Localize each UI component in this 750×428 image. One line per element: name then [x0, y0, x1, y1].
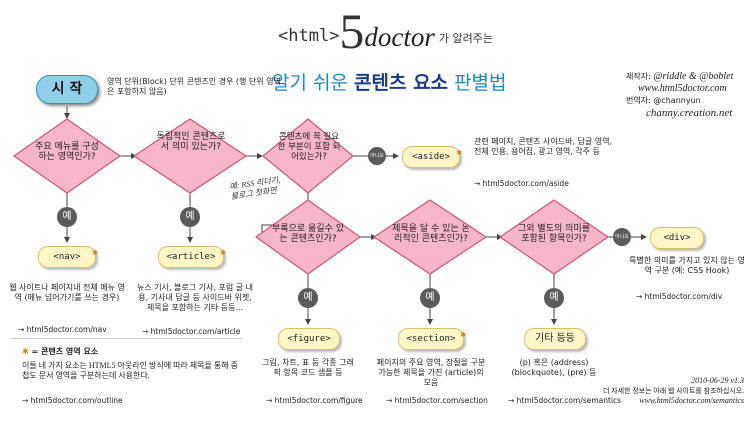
figure-link[interactable]: → html5doctor.com/figure: [266, 396, 363, 405]
footer-note: 더 자세한 정보는 아래 웹 사이트를 참조하십시오.: [602, 387, 744, 395]
logo-doctor: doctor: [364, 22, 435, 52]
decision-1-text: 주요 메뉴를 구성하는 영역인가?: [35, 142, 99, 162]
yes-badge-1: 예: [57, 207, 77, 227]
gear-icon: ✱: [456, 148, 462, 158]
decision-diamond-3: [262, 118, 354, 194]
legend-text: 이들 네 가지 요소는 HTML5 아웃라인 방식에 따라 제목을 통해 중첩도…: [22, 361, 238, 380]
nav-tag: <nav>✱: [38, 246, 98, 268]
gear-icon: ✱: [460, 330, 466, 340]
legend-title: ✱ = 콘텐츠 영역 요소: [22, 347, 99, 356]
author-label: 제작자:: [626, 72, 651, 81]
logo-five: 5: [339, 3, 365, 59]
etc-desc: (p) 혹은 (address) (blockquote), (pre) 등: [511, 358, 597, 377]
section-tag: <section>✱: [398, 328, 466, 350]
div-link[interactable]: → html5doctor.com/div: [636, 292, 723, 301]
decision-diamond-5: [372, 199, 488, 275]
decision-diamond-4: [254, 199, 362, 275]
article-link[interactable]: → html5doctor.com/article: [142, 327, 241, 336]
figure-desc: 그림, 차트, 표 등 각종 그래픽 항목 코드 샘플 등: [262, 358, 354, 377]
title-bold: 콘텐츠 요소: [354, 72, 449, 94]
gear-icon: ✱: [92, 248, 98, 258]
credits: 제작자: @riddle & @boblet www.html5doctor.c…: [626, 71, 733, 120]
aside-tag: <aside>✱: [402, 146, 462, 168]
logo-html-text: <html>: [278, 26, 340, 46]
yes-badge-2: 예: [180, 207, 200, 227]
author-site[interactable]: www.html5doctor.com: [638, 83, 727, 94]
decision-3-text: 콘텐츠에 꼭 필요한 부분이 포함 되어있는가?: [277, 132, 341, 162]
footer: 2010-06-29 v1.3 더 자세한 정보는 아래 웹 사이트를 참조하십…: [603, 376, 744, 406]
section-link[interactable]: → html5doctor.com/section: [386, 396, 488, 405]
aside-desc: 관련 페이지, 콘텐츠 사이드바, 답글 영역, 전체 인용, 용어집, 광고 …: [474, 137, 613, 156]
article-desc: 뉴스 기사, 블로그 기사, 포럼 글 내용, 기사내 답글 등 사이드바 위젯…: [136, 283, 254, 312]
yes-badge-6: 예: [544, 288, 564, 308]
title-end: 판별법: [454, 72, 507, 94]
decision-5-text: 제목을 달 수 있는 논리적인 콘텐츠인가?: [392, 224, 470, 244]
footer-site[interactable]: www.html5doctor.com/semantics: [639, 396, 744, 405]
footer-version: 2010-06-29 v1.3: [691, 376, 744, 385]
decision-6-text: 그외 별도의 의미를 포함된 항목인가?: [518, 224, 590, 244]
legend-link[interactable]: → html5doctor.com/outline: [22, 396, 123, 405]
etc-link[interactable]: → html5doctor.com/semantics: [508, 396, 622, 405]
author-names: @riddle & @boblet: [653, 71, 734, 82]
yes-badge-5: 예: [420, 288, 440, 308]
decision-diamond-6: [498, 199, 610, 275]
start-note: 영역 단위(Block) 단위 콘텐츠인 경우 (행 단위 영역은 포함하지 않…: [107, 77, 281, 96]
gear-icon: ✱: [220, 248, 226, 258]
translator-site[interactable]: channy.creation.net: [646, 107, 733, 119]
decision-diamond-2: [132, 118, 248, 194]
translator-name: @channyun: [653, 96, 701, 105]
section-desc: 페이지의 주요 영역, 장절을 구분 가능한 제목을 가진 (article)의…: [376, 358, 486, 387]
article-tag: <article>✱: [158, 246, 226, 268]
div-tag: <div>: [650, 227, 704, 249]
aside-link[interactable]: → html5doctor.com/aside: [474, 179, 569, 188]
nav-link[interactable]: → html5doctor.com/nav: [18, 325, 107, 334]
no-badge-6: 아니오: [613, 228, 631, 246]
start-node: 시 작: [36, 75, 98, 104]
logo-suffix: 가 알려주는: [438, 32, 494, 45]
yes-badge-4: 예: [298, 288, 318, 308]
decision-4-text: 부록으로 옮길수 있는 콘텐츠인가?: [272, 224, 344, 244]
asterisk-icon: ✱: [22, 347, 29, 356]
no-badge-3: 아니오: [368, 147, 386, 165]
decision-2-text: 독립적인 콘텐츠로서 의미 있는가?: [156, 132, 226, 152]
legend-divider: [10, 338, 242, 339]
page-title: 알기 쉬운 콘텐츠 요소 판별법: [272, 68, 507, 95]
figure-tag: <figure>: [278, 328, 340, 350]
decision-diamond-1: [12, 118, 122, 194]
nav-desc: 웹 사이트나 페이지내 전체 메뉴 영역 (메뉴 넘어가기를 쓰는 경우): [9, 283, 125, 302]
etc-tag: 기타 등등: [524, 328, 586, 350]
translator-label: 번역자:: [626, 96, 651, 105]
div-desc: 특별한 의미를 가지고 있지 않는 영역 구분 (예: CSS Hook): [629, 256, 745, 275]
title-plain: 알기 쉬운: [272, 72, 348, 94]
